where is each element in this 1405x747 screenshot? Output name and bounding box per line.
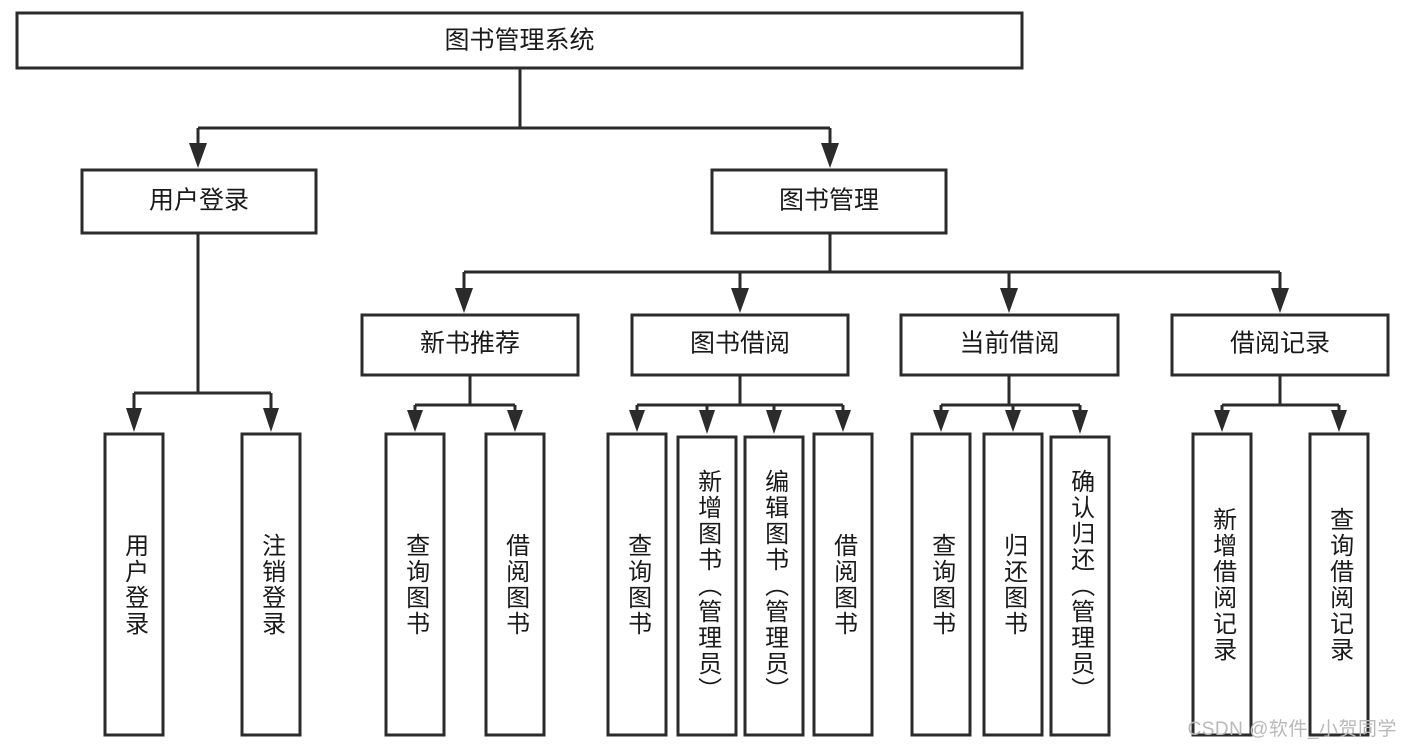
node-leaf-edit-book-admin-box[interactable] xyxy=(743,435,805,737)
node-leaf-add-book-admin-box[interactable] xyxy=(676,435,738,737)
connectors-current-borrow-to-leaves xyxy=(933,375,1088,434)
node-current-borrow-label: 当前借阅 xyxy=(959,330,1059,358)
node-book-borrow-label: 图书借阅 xyxy=(690,330,790,358)
node-root-label: 图书管理系统 xyxy=(444,27,594,55)
node-leaf-user-logout-box[interactable] xyxy=(240,432,302,737)
arrowhead-leaf-query-book-2 xyxy=(629,410,645,432)
node-user-login-box[interactable] xyxy=(80,168,318,235)
connectors-borrow-record-to-leaves xyxy=(1214,375,1347,432)
arrowhead-leaf-user-login xyxy=(126,408,142,432)
arrowhead-leaf-return-book xyxy=(1005,410,1021,432)
arrowhead-new-book-rec xyxy=(455,288,473,313)
node-leaf-query-book-2-box[interactable] xyxy=(606,432,668,737)
node-book-borrow[interactable]: 图书借阅 xyxy=(630,313,850,377)
csdn-watermark: CSDN @软件_小贺同学 xyxy=(1187,719,1397,740)
arrowhead-leaf-query-record xyxy=(1331,410,1347,432)
arrowhead-leaf-edit-book-admin xyxy=(766,410,782,434)
arrowhead-leaf-add-book-admin xyxy=(699,410,715,434)
node-leaf-add-record-box[interactable] xyxy=(1191,432,1253,737)
node-book-manage-label: 图书管理 xyxy=(779,187,879,215)
node-root[interactable]: 图书管理系统 xyxy=(15,11,1024,70)
node-user-login-label: 用户登录 xyxy=(149,187,249,215)
arrowhead-user-login xyxy=(189,143,207,168)
arrowhead-leaf-user-logout xyxy=(263,408,279,432)
node-borrow-record-label: 借阅记录 xyxy=(1230,330,1330,358)
node-leaf-query-record-box[interactable] xyxy=(1308,432,1370,737)
node-leaf-borrow-book-1-box[interactable] xyxy=(484,432,546,737)
connectors-new-book-rec-to-leaves xyxy=(407,375,523,432)
arrowhead-borrow-record xyxy=(1271,288,1289,313)
connectors-book-manage-to-level3 xyxy=(455,233,1289,313)
node-borrow-record[interactable]: 借阅记录 xyxy=(1170,313,1390,377)
node-new-book-rec-label: 新书推荐 xyxy=(420,330,520,358)
node-user-login[interactable]: 用户登录 xyxy=(80,168,318,235)
node-new-book-rec[interactable]: 新书推荐 xyxy=(360,313,580,377)
arrowhead-book-manage xyxy=(821,143,839,168)
node-book-manage[interactable]: 图书管理 xyxy=(710,168,948,235)
connectors-root-to-level2 xyxy=(189,68,839,168)
node-root-box[interactable] xyxy=(15,11,1024,70)
connectors-user-login-to-leaves xyxy=(126,233,279,432)
arrowhead-leaf-query-book-1 xyxy=(407,410,423,432)
arrowhead-leaf-borrow-book-2 xyxy=(835,410,851,432)
arrowhead-leaf-confirm-return-admin xyxy=(1072,410,1088,434)
node-new-book-rec-box[interactable] xyxy=(360,313,580,377)
node-leaf-return-book-box[interactable] xyxy=(982,432,1044,737)
node-leaf-borrow-book-2-box[interactable] xyxy=(812,432,874,737)
node-current-borrow[interactable]: 当前借阅 xyxy=(899,313,1120,377)
arrowhead-leaf-add-record xyxy=(1214,410,1230,432)
connectors-book-borrow-to-leaves xyxy=(629,375,851,434)
node-leaf-confirm-return-admin-box[interactable] xyxy=(1049,435,1111,737)
arrowhead-leaf-query-book-3 xyxy=(933,410,949,432)
arrowhead-current-borrow xyxy=(1000,288,1018,313)
node-leaf-query-book-1-box[interactable] xyxy=(384,432,446,737)
node-book-manage-box[interactable] xyxy=(710,168,948,235)
arrowhead-book-borrow xyxy=(731,288,749,313)
arrowhead-leaf-borrow-book-1 xyxy=(507,410,523,432)
node-leaf-query-book-3-box[interactable] xyxy=(910,432,972,737)
node-current-borrow-box[interactable] xyxy=(899,313,1120,377)
node-borrow-record-box[interactable] xyxy=(1170,313,1390,377)
node-book-borrow-box[interactable] xyxy=(630,313,850,377)
node-leaf-user-login-box[interactable] xyxy=(103,432,165,737)
